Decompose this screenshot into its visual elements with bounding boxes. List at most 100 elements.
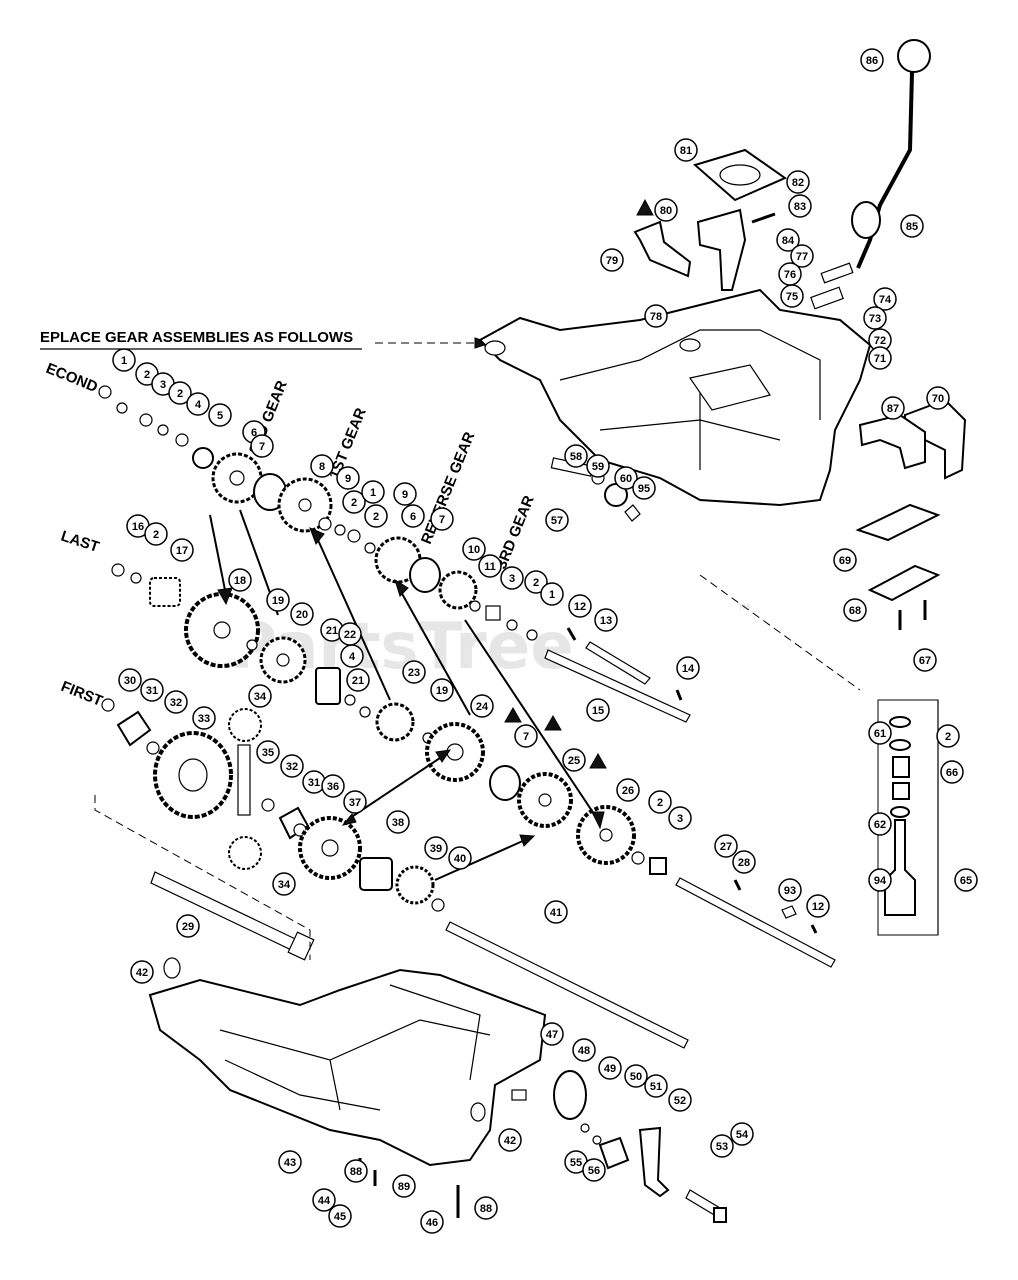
callout-circle [868,721,892,745]
bolt-56 [592,1135,602,1145]
callout-circle [420,1210,444,1234]
callout-number: 85 [906,221,918,233]
callout-31a: 31 [140,678,164,702]
callout-34b: 34 [272,872,296,896]
callout-circle [714,834,738,858]
warning-triangle-80 [636,198,654,216]
callout-number: 5 [217,410,223,422]
ring-1-second [98,385,112,399]
callout-number: 66 [946,767,958,779]
callout-circle [572,1038,596,1062]
callout-circle [321,774,345,798]
callout-circle [192,706,216,730]
callout-circle [448,846,472,870]
callout-95: 95 [632,476,656,500]
callout-circle [598,1056,622,1080]
callout-circle [616,778,640,802]
callout-number: 32 [170,697,182,709]
washer-2e [506,619,518,631]
callout-number: 9 [402,489,408,501]
callout-36: 36 [321,774,345,798]
callout-circle [346,668,370,692]
callout-10: 10 [462,537,486,561]
callout-circle [674,138,698,162]
callout-number: 87 [887,403,899,415]
callout-71: 71 [868,346,892,370]
callout-circle [424,836,448,860]
callout-number: 60 [620,473,632,485]
callout-number: 12 [812,901,824,913]
key-12a [566,627,577,641]
gear-8-hub [298,498,312,512]
callout-number: 88 [480,1203,492,1215]
callout-circle [600,248,624,272]
callout-number: 72 [874,335,886,347]
callout-38: 38 [386,810,410,834]
callout-number: 67 [919,655,931,667]
callout-number: 21 [326,625,338,637]
callout-1a: 1 [112,348,136,372]
callout-45: 45 [328,1204,352,1228]
callout-circle [790,244,814,268]
ring-1b [347,529,361,543]
callout-circle [500,566,524,590]
callout-20: 20 [290,602,314,626]
callout-number: 4 [349,651,356,663]
callout-32a: 32 [164,690,188,714]
callout-circle [312,1188,336,1212]
callout-78: 78 [644,304,668,328]
callout-number: 31 [146,685,158,697]
callout-54: 54 [730,1122,754,1146]
washer-21b [359,706,371,718]
callout-5: 5 [208,403,232,427]
callout-2b: 2 [168,381,192,405]
callout-number: 42 [504,1135,516,1147]
arrow-3 [317,539,391,701]
callout-number: 84 [782,235,795,247]
callout-number: 19 [436,685,448,697]
callout-76: 76 [778,262,802,286]
gear-18-hub [213,621,231,639]
callout-circle [474,1196,498,1220]
pinion-17 [149,577,181,607]
callout-32b: 32 [280,754,304,778]
callout-13: 13 [594,608,618,632]
callout-number: 30 [124,675,136,687]
callout-12b: 12 [806,894,830,918]
callout-39: 39 [424,836,448,860]
callout-circle [401,504,425,528]
callout-circle [328,1204,352,1228]
callout-44: 44 [312,1188,336,1212]
callout-circle [361,480,385,504]
callout-circle [788,194,812,218]
upper-housing [478,288,872,507]
sleeve-38 [359,857,393,891]
callout-number: 82 [792,177,804,189]
callout-number: 14 [682,663,695,675]
callout-number: 24 [476,701,489,713]
callout-circle [868,812,892,836]
callout-circle [544,900,568,924]
callout-60: 60 [614,466,638,490]
callout-circle [860,48,884,72]
callout-1b: 1 [361,480,385,504]
seal-42b [470,1102,486,1122]
callout-circle [954,868,978,892]
callout-25: 25 [562,748,586,772]
callout-47: 47 [540,1022,564,1046]
callout-65: 65 [954,868,978,892]
plug-47 [511,1089,527,1101]
callout-circle [364,504,388,528]
callout-number: 2 [177,388,183,400]
plate-68 [867,564,941,602]
callout-number: 71 [874,353,886,365]
callout-43: 43 [278,1150,302,1174]
washer-2b-second [157,424,169,436]
callout-number: 44 [318,1195,331,1207]
callout-number: 8 [319,461,325,473]
callout-number: 21 [352,675,364,687]
washer-21a [344,694,356,706]
callout-number: 35 [262,747,274,759]
callout-number: 23 [408,667,420,679]
